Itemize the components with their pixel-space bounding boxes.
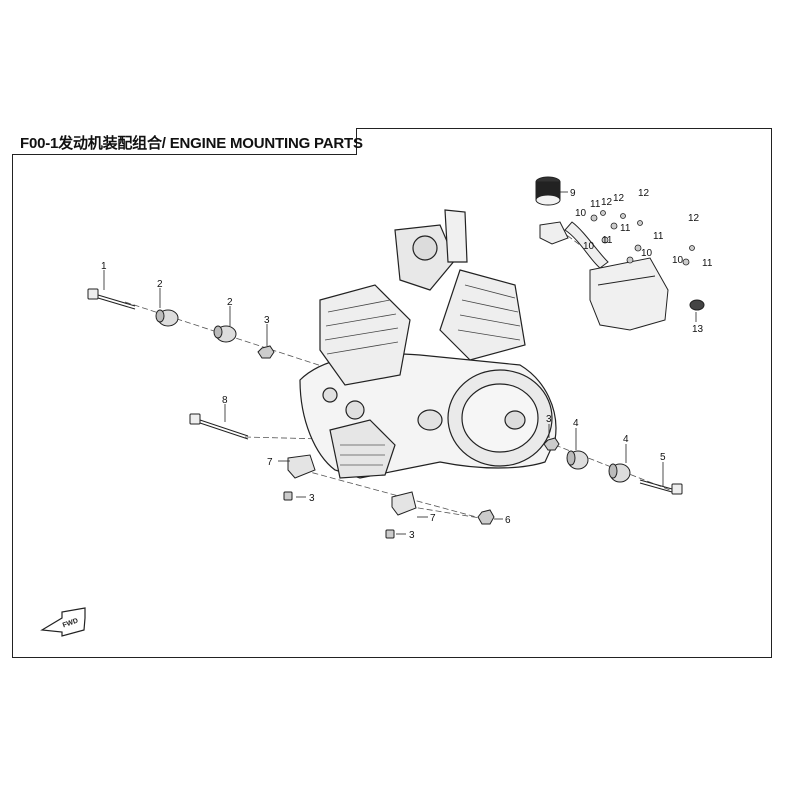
callout-9: 9 bbox=[570, 188, 576, 199]
canister bbox=[589, 257, 669, 331]
callout-10d: 10 bbox=[672, 255, 684, 266]
bolt-1 bbox=[87, 288, 136, 310]
bushing-2a bbox=[155, 309, 179, 327]
callout-6: 6 bbox=[505, 515, 511, 526]
engine-assembly bbox=[299, 209, 557, 479]
callout-8: 8 bbox=[222, 395, 228, 406]
filter-9 bbox=[535, 176, 561, 206]
callout-13: 13 bbox=[692, 324, 704, 335]
callout-4a: 4 bbox=[573, 418, 579, 429]
callout-7b: 7 bbox=[430, 513, 436, 524]
bracket-pipe bbox=[539, 221, 609, 269]
callout-3c: 3 bbox=[409, 530, 415, 541]
diagram-frame bbox=[12, 128, 772, 658]
callout-11a: 11 bbox=[590, 199, 601, 210]
bracket-7b bbox=[391, 491, 417, 516]
callout-7a: 7 bbox=[267, 457, 273, 468]
page-title: F00-1发动机装配组合/ ENGINE MOUNTING PARTS bbox=[20, 135, 363, 152]
callout-10a: 10 bbox=[575, 208, 587, 219]
title-box bbox=[12, 128, 357, 155]
callout-10b: 10 bbox=[583, 241, 595, 252]
callout-11d: 11 bbox=[653, 231, 664, 242]
callout-10c: 10 bbox=[641, 248, 653, 259]
bracket-7a bbox=[287, 454, 316, 479]
nut-3d bbox=[543, 437, 560, 451]
nut-3a bbox=[257, 345, 275, 359]
callout-3a: 3 bbox=[264, 315, 270, 326]
callout-12b: 12 bbox=[613, 193, 625, 204]
bolt-3b bbox=[283, 491, 293, 501]
bolt-3c bbox=[385, 529, 395, 539]
fwd-arrow-icon: FWD bbox=[40, 607, 86, 637]
bolt-8 bbox=[189, 413, 249, 440]
callout-4b: 4 bbox=[623, 434, 629, 445]
callout-12d: 12 bbox=[688, 213, 700, 224]
callout-11b: 11 bbox=[620, 223, 631, 234]
cap-13 bbox=[689, 299, 705, 311]
callout-2b: 2 bbox=[227, 297, 233, 308]
bushing-4a bbox=[566, 450, 589, 470]
callout-12c: 12 bbox=[638, 188, 650, 199]
callouts: 1 2 2 3 8 7 3 7 3 6 3 4 4 5 9 10 11 12 1… bbox=[101, 188, 713, 541]
bushing-2b bbox=[213, 325, 237, 343]
leader-lines bbox=[103, 191, 697, 535]
bolt-5 bbox=[639, 479, 683, 495]
callout-2a: 2 bbox=[157, 279, 163, 290]
callout-3d: 3 bbox=[546, 414, 552, 425]
callout-11c: 11 bbox=[602, 235, 613, 246]
nut-6 bbox=[477, 509, 495, 525]
bushing-4b bbox=[608, 463, 631, 483]
callout-3b: 3 bbox=[309, 493, 315, 504]
callout-11e: 11 bbox=[702, 258, 713, 269]
callout-1: 1 bbox=[101, 261, 107, 272]
hardware-small bbox=[590, 210, 695, 266]
callout-12a: 12 bbox=[601, 197, 613, 208]
callout-5: 5 bbox=[660, 452, 666, 463]
